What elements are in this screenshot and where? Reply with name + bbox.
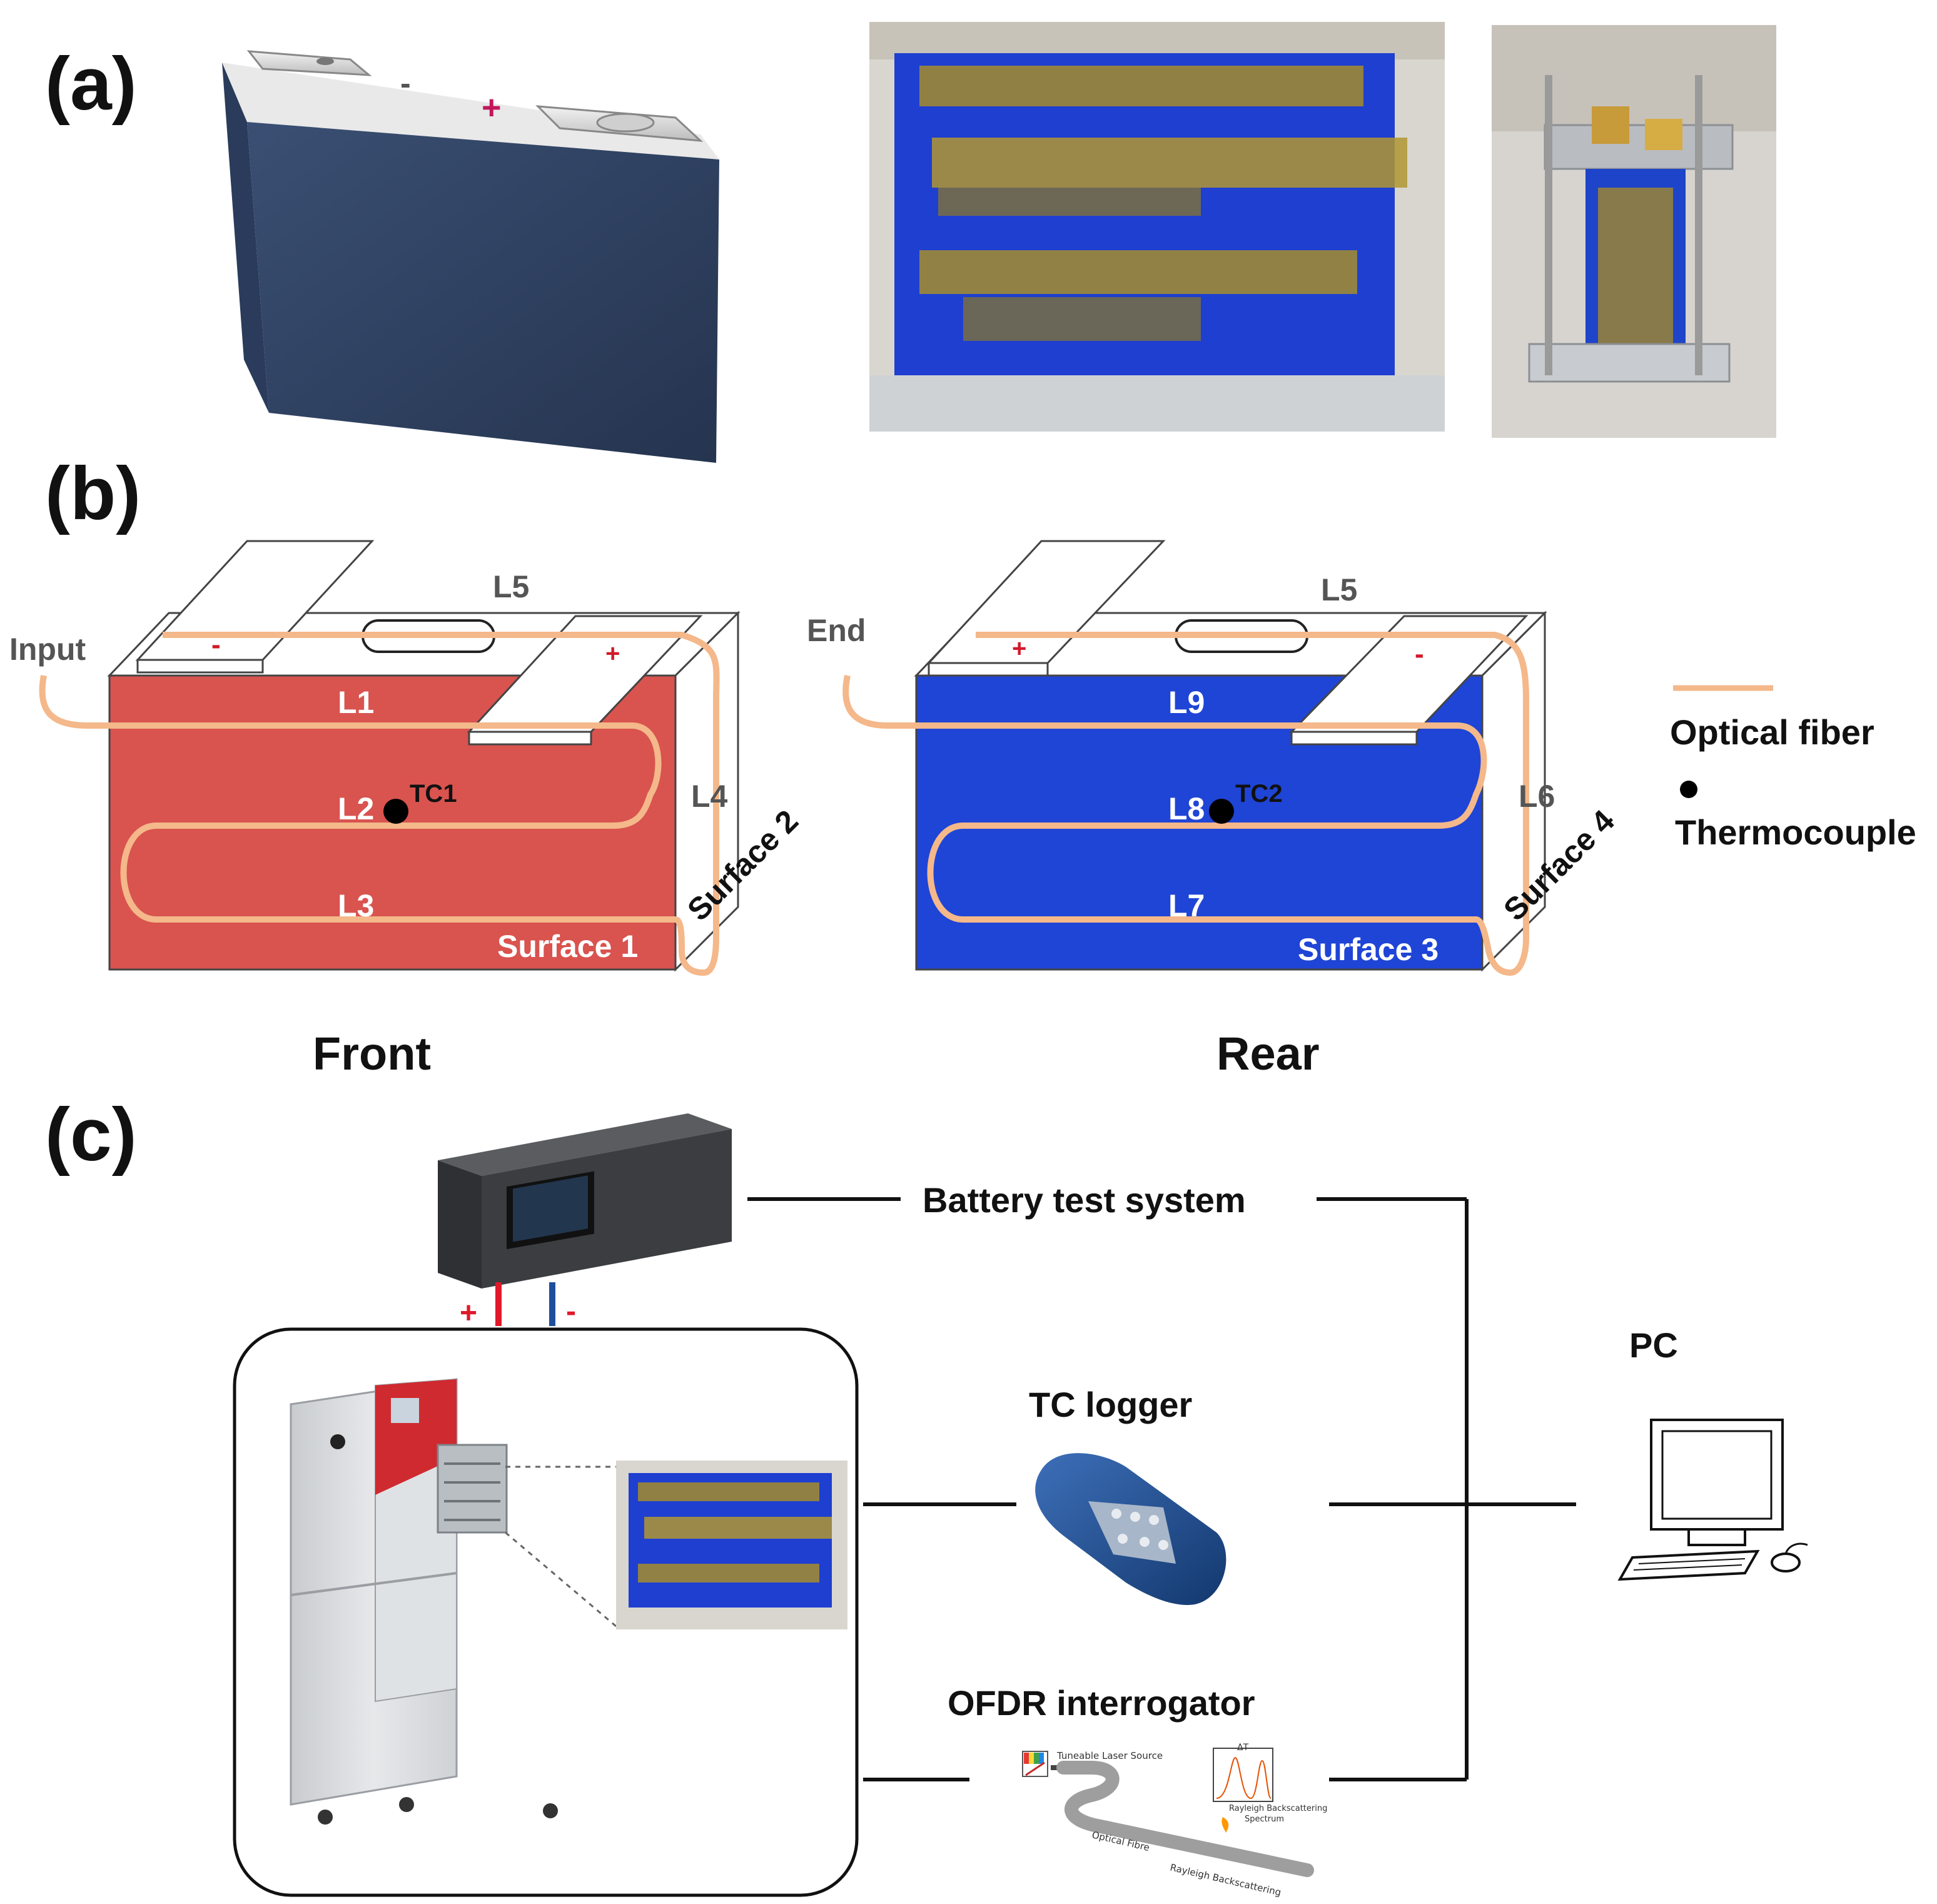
legend-thermocouple-label: Thermocouple <box>1675 813 1916 852</box>
front-l2-label: L2 <box>338 791 374 826</box>
rear-cell-diagram: + - <box>842 540 1547 976</box>
negative-terminal-photo <box>246 50 372 76</box>
rear-l8-label: L8 <box>1168 791 1205 826</box>
power-plus-label: + <box>460 1297 477 1330</box>
rear-negative-label: - <box>1415 639 1424 669</box>
front-surface-1-label: Surface 1 <box>497 929 638 964</box>
positive-terminal-photo <box>535 105 704 142</box>
legend: Optical fiber Thermocouple <box>1670 685 1916 852</box>
rear-l5-label: L5 <box>1321 572 1357 607</box>
front-l1-label: L1 <box>338 685 374 720</box>
instrumented-cell-inset <box>616 1461 847 1629</box>
front-negative-tab <box>135 540 375 674</box>
cell-minus-mark: - <box>400 66 411 101</box>
rear-thermocouple-dot <box>1209 799 1234 824</box>
climate-chamber <box>290 1378 558 1825</box>
ofdr-spectrum-label-2: Spectrum <box>1245 1815 1284 1824</box>
front-input-label: Input <box>9 632 86 667</box>
ofdr-label: OFDR interrogator <box>948 1683 1255 1723</box>
rear-surface-3-label: Surface 3 <box>1298 932 1439 967</box>
front-negative-label: - <box>211 629 221 660</box>
instrumented-cell-photo <box>869 22 1445 432</box>
zoom-guide-bottom <box>505 1531 617 1628</box>
rear-optical-fiber <box>842 632 1529 976</box>
front-tc-label: TC1 <box>410 780 457 808</box>
front-positive-tab <box>467 615 703 746</box>
cell-fixture-photo <box>1492 25 1776 438</box>
rear-l7-label: L7 <box>1168 888 1205 923</box>
pc-label: PC <box>1629 1325 1678 1365</box>
panel-label-c: (c) <box>45 1093 137 1177</box>
rear-negative-tab <box>1289 615 1529 746</box>
ofdr-laser-label: Tuneable Laser Source <box>1056 1750 1163 1761</box>
front-thermocouple-dot <box>383 799 408 824</box>
prismatic-cell-photo: - + <box>222 50 719 463</box>
battery-test-system-label: Battery test system <box>923 1180 1246 1220</box>
front-l5-label: L5 <box>493 569 529 604</box>
panel-label-b: (b) <box>45 452 141 535</box>
panel-label-a: (a) <box>45 42 137 126</box>
climate-chamber-frame <box>233 1327 859 1897</box>
front-caption: Front <box>313 1028 431 1080</box>
front-l3-label: L3 <box>338 888 374 923</box>
ofdr-spectrum-label-1: Rayleigh Backscattering <box>1229 1804 1327 1813</box>
rear-tc-label: TC2 <box>1235 780 1283 808</box>
tc-logger-device <box>1035 1453 1226 1605</box>
rear-end-label: End <box>807 613 866 648</box>
ofdr-fibre-path <box>1056 1761 1314 1877</box>
rear-l9-label: L9 <box>1168 685 1205 720</box>
front-positive-label: + <box>605 640 620 667</box>
cell-plus-mark: + <box>482 89 502 126</box>
pc-icon <box>1617 1419 1808 1581</box>
rear-caption: Rear <box>1216 1028 1320 1080</box>
battery-test-system-device <box>438 1113 732 1289</box>
legend-optical-fiber-label: Optical fiber <box>1670 712 1874 752</box>
front-optical-fiber <box>39 632 720 976</box>
front-cell-diagram: - + <box>39 540 741 976</box>
front-l4-label: L4 <box>691 779 728 814</box>
power-minus-label: - <box>566 1295 576 1328</box>
rear-positive-label: + <box>1012 635 1026 662</box>
ofdr-delta-t-label: ΔT <box>1237 1743 1249 1753</box>
ofdr-schematic: Tuneable Laser Source Optical Fibre Rayl… <box>1022 1743 1327 1898</box>
tc-logger-label: TC logger <box>1029 1385 1192 1424</box>
rear-l6-label: L6 <box>1519 779 1555 814</box>
legend-thermocouple-dot <box>1680 781 1697 798</box>
